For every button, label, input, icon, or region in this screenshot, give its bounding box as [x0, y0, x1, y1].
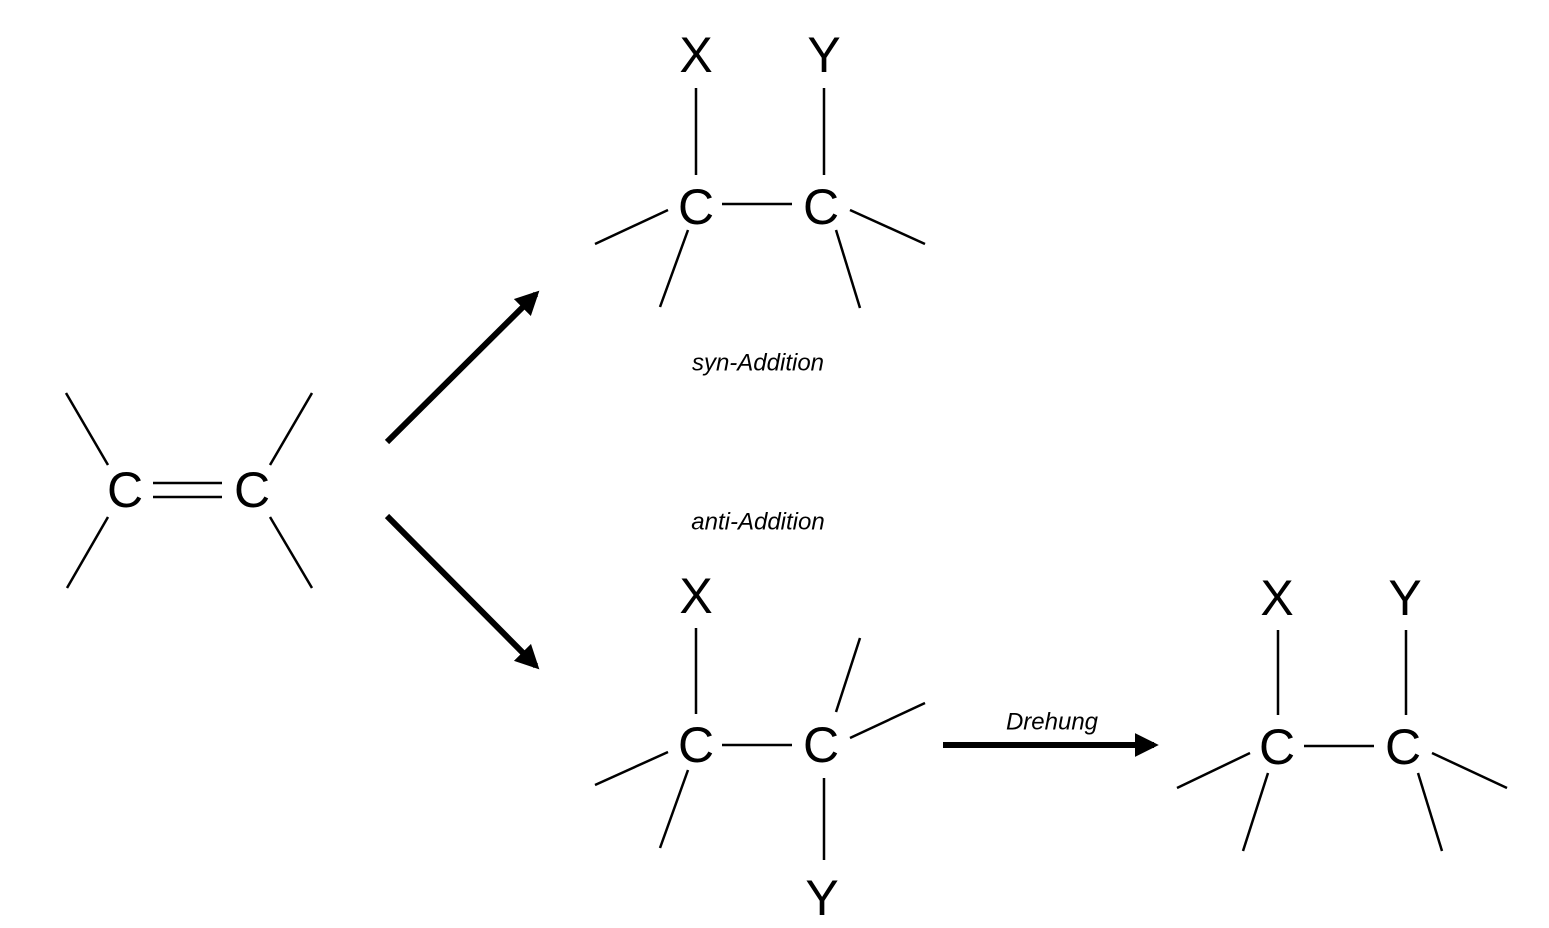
bond	[594, 208, 669, 246]
bond	[834, 229, 862, 309]
bond	[268, 392, 314, 466]
bond	[834, 637, 862, 713]
atom-c: C	[678, 179, 714, 235]
bond	[849, 208, 926, 246]
atom-x: X	[679, 568, 712, 624]
anti-product: X C C Y	[594, 568, 926, 926]
atom-c: C	[1259, 719, 1295, 775]
bond	[658, 769, 690, 849]
bond	[1416, 772, 1444, 852]
bond	[64, 392, 110, 466]
atom-c: C	[678, 717, 714, 773]
anti-addition-label: anti-Addition	[691, 509, 824, 536]
reactant-alkene: C C	[64, 392, 314, 589]
rotated-product: X Y C C	[1176, 570, 1508, 852]
bond	[658, 229, 690, 308]
bond	[1176, 751, 1251, 790]
bond	[594, 750, 669, 787]
atom-x: X	[679, 27, 712, 83]
bond	[849, 701, 926, 740]
syn-product: X Y C C	[594, 27, 926, 309]
atom-y: Y	[807, 27, 840, 83]
atom-y: Y	[805, 870, 838, 926]
bond	[1431, 751, 1508, 790]
syn-addition-label: syn-Addition	[692, 350, 824, 377]
atom-y: Y	[1388, 570, 1421, 626]
atom-x: X	[1260, 570, 1293, 626]
atom-c: C	[803, 717, 839, 773]
atom-c: C	[234, 462, 270, 518]
bond	[268, 516, 314, 589]
bond	[65, 516, 110, 589]
syn-arrow	[384, 290, 540, 445]
rotation-label: Drehung	[1006, 709, 1099, 736]
bond	[1241, 772, 1270, 852]
atom-c: C	[803, 179, 839, 235]
anti-arrow	[384, 513, 540, 670]
atom-c: C	[1385, 719, 1421, 775]
atom-c: C	[107, 462, 143, 518]
